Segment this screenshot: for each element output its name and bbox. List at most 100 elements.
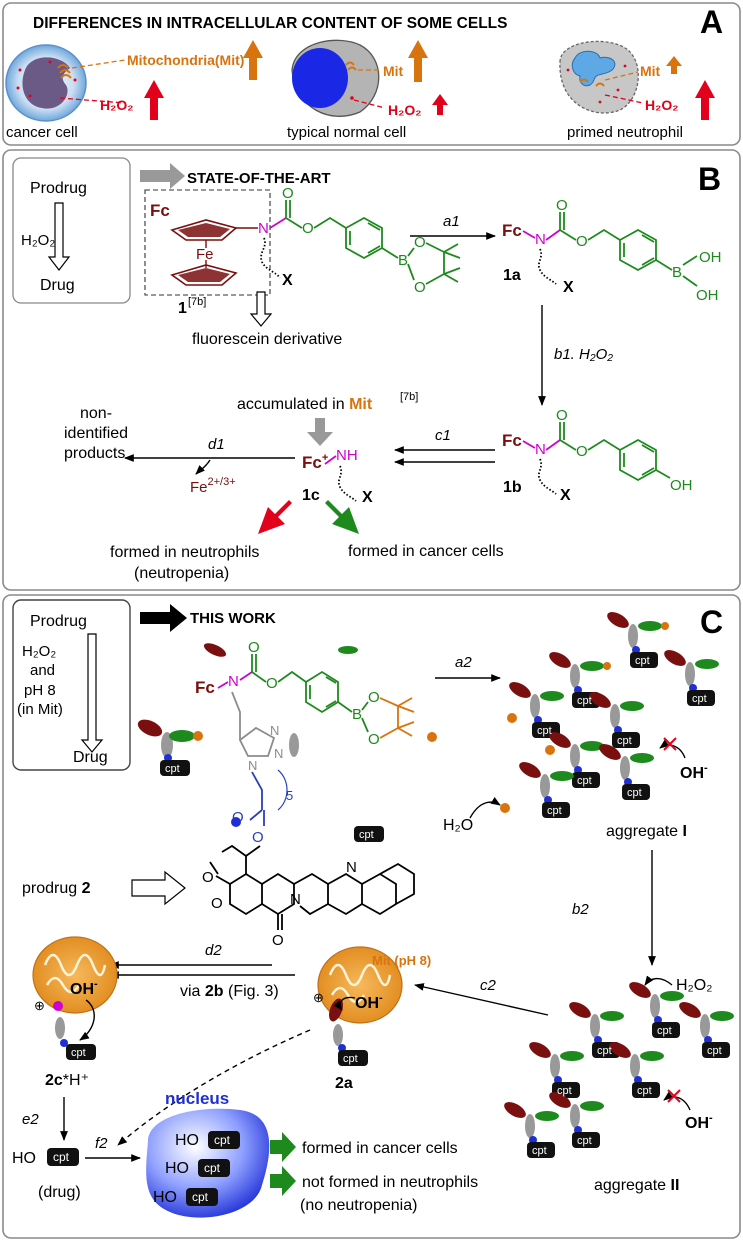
ferrocene-box [144,189,271,296]
cond-ph: pH 8 [24,682,56,699]
fluorescein-label: fluorescein derivative [192,331,342,348]
nh-1c: NH [336,447,358,464]
cpt-n1: cpt [214,1133,231,1147]
hollow-arrow-prodrug2 [131,870,186,906]
o-ether-2: O [266,675,278,692]
x-group-1: X [282,272,293,289]
aggregate-ii-cartoon [504,982,734,1158]
o-ester-1: O [252,829,264,846]
cpt-cartoon: cpt [165,763,180,775]
step-a2: a2 [455,654,472,671]
mit-ph8-label: Mit (pH 8) [372,953,431,968]
nucleus-label: nucleus [165,1089,229,1108]
cpt-agg2-d: cpt [557,1085,572,1097]
b-atom-2: B [352,706,362,723]
formed-neutrophils: formed in neutrophils [110,544,259,561]
black-arrow-thiswork [140,604,187,632]
hollow-arrow-c [80,633,104,753]
mit-up-arrow-normal [408,40,428,82]
drug-paren: (drug) [38,1184,81,1201]
cpt-agg1-h: cpt [547,805,562,817]
step-c1: c1 [435,427,451,444]
h2o2-label-b: H₂O₂ [21,232,55,249]
prodrug-box-b [12,157,131,304]
o-pin-1a: O [414,234,426,251]
green-arrow-c1 [270,1132,296,1162]
formed-cancer-c: formed in cancer cells [302,1140,458,1157]
cpt-agg2-f: cpt [577,1135,592,1147]
cpt-n2: cpt [204,1161,221,1175]
n-atom-1b: N [535,441,546,458]
ho-n2: HO [165,1160,189,1177]
nonidentified-3: products [64,445,125,462]
cpt-agg1-b: cpt [635,655,650,667]
compound-2a: 2a [335,1075,353,1092]
normal-cell-icon [291,39,380,117]
h2o2-agg2: H₂O₂ [676,977,712,994]
step-b2: b2 [572,901,589,918]
o-ether-1: O [302,220,314,237]
aggregate-i-cartoon [500,612,719,818]
cpt-2a: cpt [343,1053,358,1065]
panel-b-letter: B [698,161,721,197]
plus-2a: ⊕ [313,990,324,1005]
accumulated-ref: [7b] [400,391,418,403]
cpt-agg1-d: cpt [537,725,552,737]
cpt-agg1-c: cpt [692,693,707,705]
h2o2-up-arrow-cancer [144,80,164,120]
fc-label-1a: Fc [502,221,522,240]
plus-2c: ⊕ [34,998,45,1013]
formed-cancer-b: formed in cancer cells [348,543,504,560]
step-b1: b1. H₂O₂ [554,346,613,363]
o-carbonyl-1b: O [556,407,568,424]
ferrocene-structure [170,219,258,286]
cond-mit: (in Mit) [17,701,63,718]
cell-label-normal: typical normal cell [287,124,406,141]
cond-and: and [30,662,55,679]
panel-b: B Prodrug H₂O₂ Drug STATE-OF-THE-ART Fc … [2,149,741,591]
cpt-agg2-b: cpt [597,1045,612,1057]
aggregate-i-label: aggregate I [606,823,687,840]
red-arrow-neutrophil [258,500,292,534]
green-arrow-c2 [270,1166,296,1196]
step-d2: d2 [205,942,222,959]
o-carbonyl-2: O [248,639,260,656]
grey-arrow-state [140,163,185,189]
compound-1b: 1b [503,479,522,496]
mitochondria-label: Mitochondria(Mit) [127,52,244,68]
this-work-label: THIS WORK [190,610,276,627]
fc-plus-1c: Fc+ [302,452,328,472]
fe-ion: Fe2+/3+ [190,476,236,496]
x-group-1a: X [563,279,574,296]
linker-5: 5 [286,788,293,803]
cpt-agg1-e: cpt [617,735,632,747]
hollow-arrow-fluorescein [249,291,273,327]
panel-a-title: DIFFERENCES IN INTRACELLULAR CONTENT OF … [33,15,507,32]
cpt-agg2-g: cpt [532,1145,547,1157]
no-neutropenia: (no neutropenia) [300,1197,417,1214]
fc-label-1b: Fc [502,431,522,450]
oh-1a-bottom: OH [696,287,719,304]
prodrug-label-b: Prodrug [30,180,87,197]
ho-n1: HO [175,1132,199,1149]
cancer-cell-icon [5,44,87,122]
via-2b: via 2b (Fig. 3) [180,983,279,1000]
x-group-1c: X [362,489,373,506]
n-quinoline: N [346,859,357,876]
h2o-label: H₂O [443,817,473,834]
grey-down-arrow [307,418,333,446]
prodrug-label-c: Prodrug [30,613,87,630]
o-lactone: O [211,895,223,912]
cell-label-neutrophil: primed neutrophil [567,124,683,141]
o-ether-1a: O [576,233,588,250]
o-pin-2b: O [368,731,380,748]
o-lactone-carbonyl: O [202,869,214,886]
drug-label-b: Drug [40,277,75,294]
o-carbonyl-1a: O [556,197,568,214]
prodrug-2-label: prodrug 2 [22,880,91,897]
cpt-agg1-f: cpt [577,775,592,787]
compound-2c: 2c*H⁺ [45,1072,89,1089]
cond-h2o2: H₂O₂ [22,643,56,660]
cpt-agg2-c: cpt [707,1045,722,1057]
